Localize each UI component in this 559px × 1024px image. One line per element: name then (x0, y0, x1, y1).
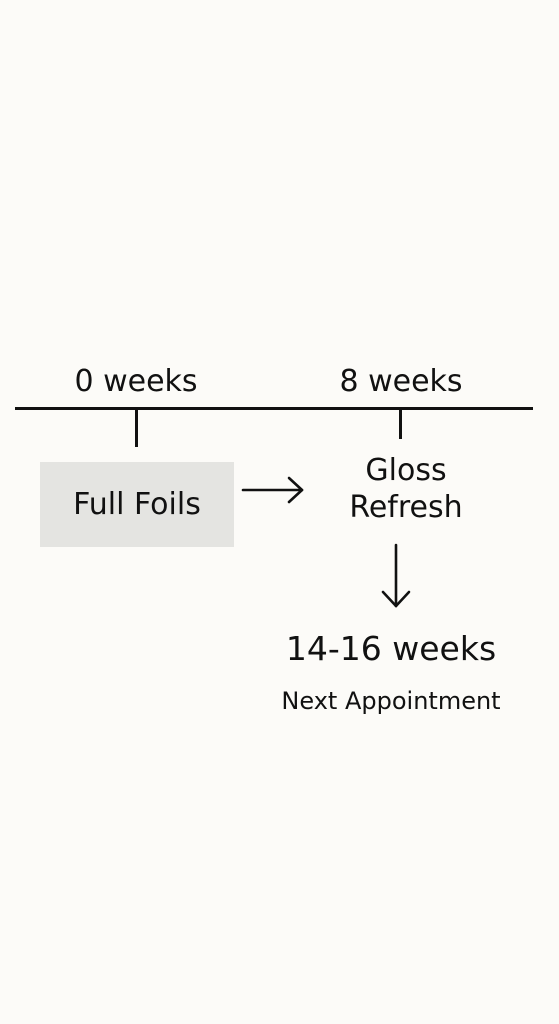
timeline-tick-0-weeks (135, 410, 138, 447)
marker-label-8-weeks: 8 weeks (339, 364, 463, 399)
gloss-refresh-line-2: Refresh (349, 490, 463, 525)
next-appointment-caption: Next Appointment (281, 687, 501, 715)
down-arrow-icon (381, 543, 411, 608)
timeline-axis (15, 407, 533, 410)
next-interval-label: 14-16 weeks (285, 629, 497, 668)
timeline-tick-8-weeks (399, 410, 402, 439)
gloss-refresh-label: Gloss Refresh (349, 452, 462, 526)
marker-label-0-weeks: 0 weeks (74, 364, 198, 399)
full-foils-box: Full Foils (40, 462, 234, 547)
gloss-refresh-line-1: Gloss (365, 453, 447, 488)
full-foils-label: Full Foils (73, 486, 201, 522)
right-arrow-icon (241, 476, 304, 504)
